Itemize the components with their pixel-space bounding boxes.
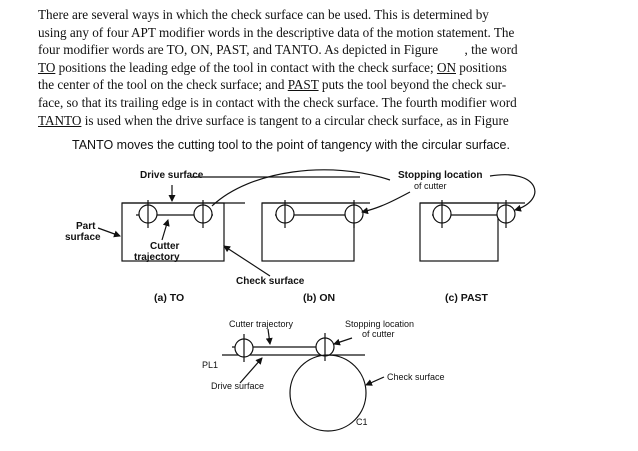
drive-surface-leader-tanto [239, 357, 263, 384]
paragraph-line: face, so that its trailing edge is in co… [38, 94, 517, 110]
body-paragraph: There are several ways in which the chec… [38, 6, 608, 129]
label-check-surface: Check surface [387, 372, 445, 382]
stopping-leader-tanto [333, 337, 353, 346]
label-drive-surface: Drive surface [140, 170, 204, 181]
cutter-trajectory-leader [265, 328, 273, 345]
paragraph-text: positions the leading edge of the tool i… [55, 59, 437, 75]
caption-past: (c) PAST [445, 292, 489, 304]
keyword-tanto: TANTO [38, 112, 82, 128]
label-surface: surface [65, 232, 101, 243]
paragraph-text: is used when the drive surface is tangen… [81, 112, 509, 128]
paragraph-text: the center of the tool on the check surf… [38, 77, 288, 93]
cutter-trajectory-leader [161, 219, 170, 241]
check-circle-c1 [289, 354, 367, 432]
caption-on: (b) ON [303, 292, 335, 304]
stopping-leader-a [211, 169, 391, 207]
label-part: Part [76, 221, 96, 232]
check-surface-leader-tanto [365, 376, 385, 386]
label-c1: C1 [356, 417, 368, 427]
label-stopping-location: Stopping location [398, 170, 482, 181]
keyword-past: PAST [287, 77, 319, 93]
paragraph-line: the center of the tool on the check surf… [38, 76, 608, 94]
paragraph-line: There are several ways in which the chec… [38, 7, 489, 22]
keyword-to: TO [38, 59, 56, 75]
label-of-cutter: of cutter [362, 329, 395, 339]
part-surface-leader [97, 227, 121, 238]
label-pl1: PL1 [202, 360, 218, 370]
label-drive-surface: Drive surface [211, 381, 264, 391]
paragraph-line: TO positions the leading edge of the too… [38, 59, 608, 77]
paragraph-text: puts the tool beyond the check sur- [318, 77, 507, 93]
label-check-surface: Check surface [236, 276, 305, 287]
label-cutter: Cutter [150, 241, 180, 252]
part-rect-past [419, 202, 499, 262]
label-stopping-location: Stopping location [345, 319, 414, 329]
paragraph-line: four modifier words are TO, ON, PAST, an… [38, 42, 518, 58]
label-of-cutter: of cutter [414, 181, 447, 191]
check-surface-leader [223, 245, 271, 277]
keyword-on: ON [436, 59, 456, 75]
paragraph-line: using any of four APT modifier words in … [38, 24, 515, 40]
stopping-leader-c [489, 174, 536, 212]
tanto-sentence: TANTO moves the cutting tool to the poin… [72, 138, 510, 152]
label-trajectory: trajectory [134, 252, 180, 263]
caption-to: (a) TO [154, 292, 184, 304]
label-cutter-trajectory: Cutter trajectory [229, 319, 294, 329]
paragraph-text: positions [456, 59, 507, 75]
paragraph-line: TANTO is used when the drive surface is … [38, 112, 608, 130]
stopping-leader-b [361, 191, 411, 215]
